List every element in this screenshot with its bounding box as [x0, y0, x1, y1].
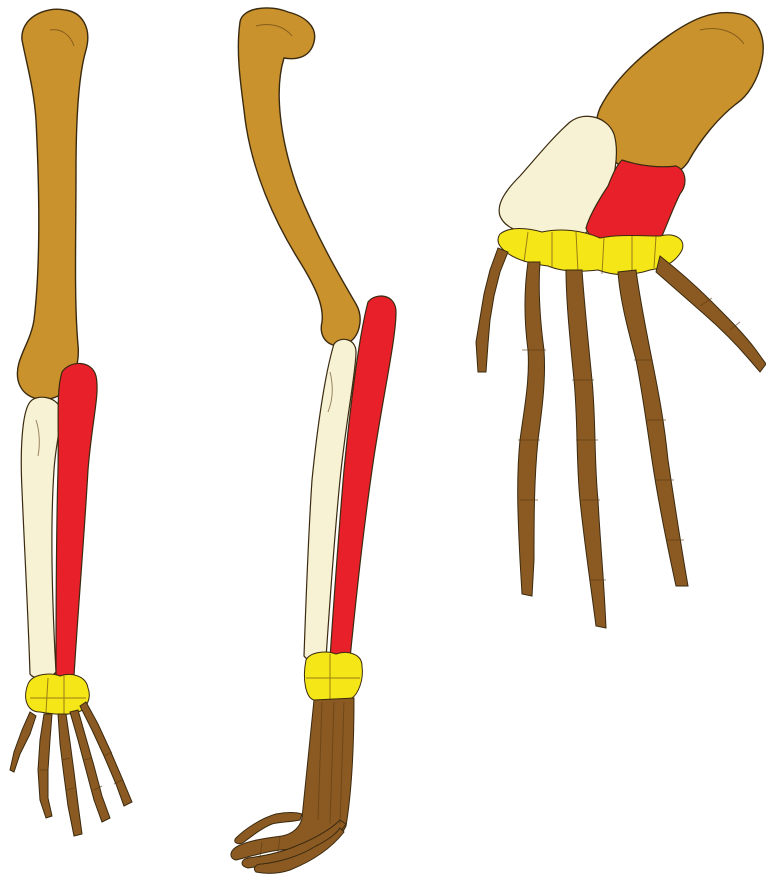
limb-1-ulna	[21, 397, 60, 678]
limb-3-digit-1	[476, 248, 508, 372]
limb-1-radius	[56, 363, 97, 678]
limb-3-digit-3	[566, 270, 606, 628]
limb-2-hand	[231, 698, 354, 873]
limb-3	[476, 13, 766, 628]
limb-1-digit-2	[38, 714, 52, 818]
limb-1-hand	[10, 702, 132, 836]
limb-3-phalanx-joints	[518, 298, 740, 580]
limb-3-digit-5	[656, 256, 766, 372]
limb-3-hand	[476, 248, 766, 628]
limb-1-humerus	[17, 9, 87, 399]
limb-1	[10, 9, 132, 836]
limb-1-digit-1	[10, 712, 36, 772]
limb-2-humerus	[238, 8, 360, 346]
limb-2-carpals	[304, 652, 362, 701]
limb-3-digit-2	[518, 262, 545, 596]
limb-1-carpals	[26, 674, 90, 714]
limb-3-digit-4	[618, 270, 688, 586]
limb-2	[231, 8, 396, 873]
